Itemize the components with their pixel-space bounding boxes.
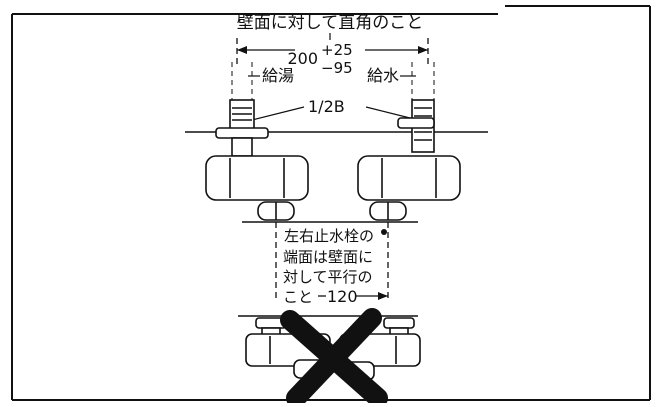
cross-x-icon: [280, 308, 388, 407]
top-dimension: [236, 38, 429, 64]
right-stop-valve: [357, 99, 461, 221]
parallel-note-line-4: こと: [283, 288, 313, 306]
pipe-size-label: 1/2B: [308, 97, 345, 116]
frame: [11, 5, 651, 401]
cold-water-label: 給水: [367, 66, 399, 85]
dimension-nominal: 200: [287, 49, 318, 68]
dimension-plus-tolerance: +25: [321, 41, 353, 59]
parallel-note-line-3: 対して平行の: [283, 268, 373, 286]
left-stop-valve: [205, 99, 309, 221]
bottom-dimension: [275, 222, 389, 300]
reference-point-dot: [381, 229, 387, 235]
perpendicular-note: 壁面に対して直角のこと: [237, 13, 424, 33]
parallel-note-line-2: 端面は壁面に: [283, 248, 373, 266]
dimension-minus-tolerance: −95: [321, 59, 353, 77]
pipe-centerlines: [231, 62, 435, 100]
pipe-size-leader-left: [251, 106, 305, 121]
hot-water-label: 給湯: [262, 66, 294, 85]
parallel-note-line-1: 左右止水栓の: [284, 227, 374, 245]
dimension-bottom-value: 120: [327, 287, 358, 306]
pipe-size-leader-right: [365, 106, 411, 119]
